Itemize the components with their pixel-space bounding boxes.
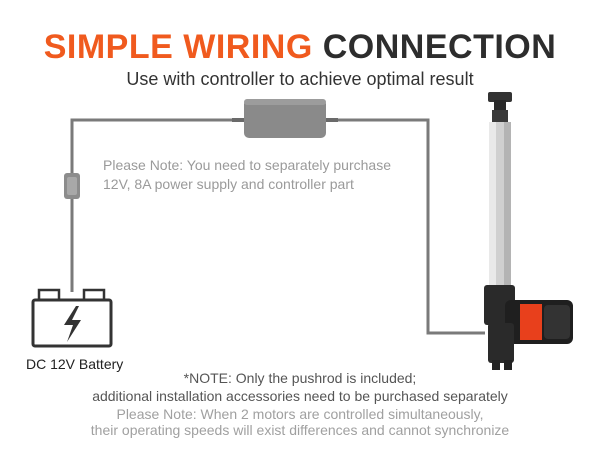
footer-note-line3: Please Note: When 2 motors are controlle… (116, 406, 484, 422)
page-subtitle: Use with controller to achieve optimal r… (126, 69, 474, 89)
footer-note-line4: their operating speeds will exist differ… (90, 422, 510, 438)
page-title: SIMPLE WIRING CONNECTION (0, 27, 600, 67)
title-rest: CONNECTION (312, 28, 557, 66)
purchase-note-line2: 12V, 8A power supply and controller part (103, 176, 354, 192)
footer-note-line1: *NOTE: Only the pushrod is included; (183, 370, 417, 386)
lightning-icon (64, 306, 81, 342)
battery-label: DC 12V Battery (26, 356, 124, 372)
purchase-note-line1: Please Note: You need to separately purc… (103, 157, 391, 173)
purchase-note: Please Note: You need to separately purc… (103, 156, 391, 194)
controller-box (232, 99, 338, 138)
linear-actuator (484, 92, 573, 370)
wire (70, 118, 485, 335)
fuse-icon (64, 173, 80, 199)
title-accent: SIMPLE WIRING (43, 28, 313, 66)
footer-note-line2: additional installation accessories need… (92, 388, 508, 404)
battery-icon (31, 288, 113, 348)
